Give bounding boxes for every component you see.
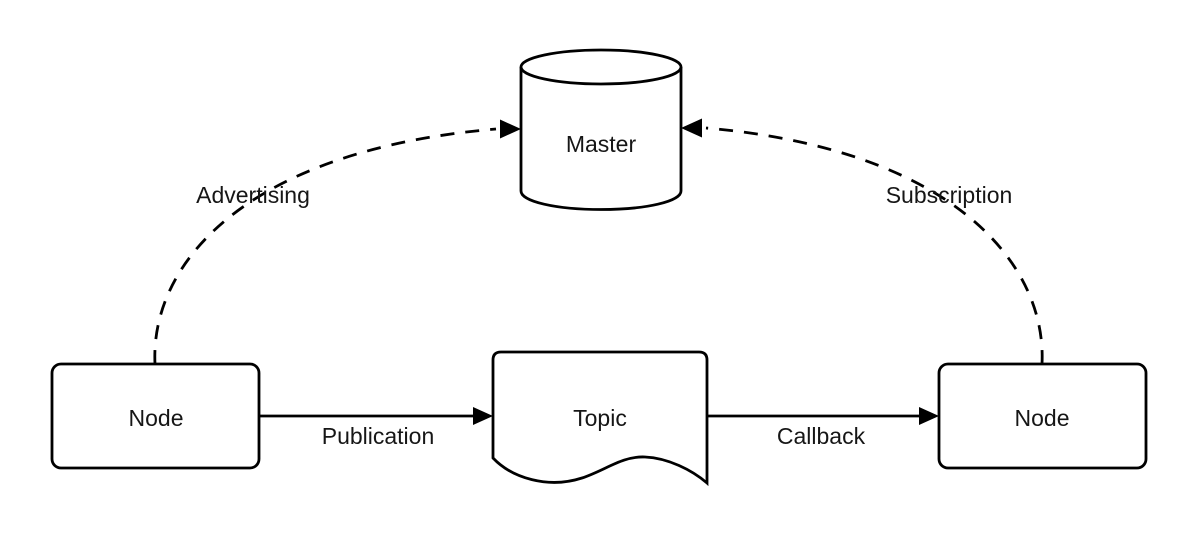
advertising-arrowhead-icon <box>500 119 521 139</box>
edge-callback: Callback <box>706 407 939 449</box>
edge-publication: Publication <box>259 407 493 449</box>
node-left-box <box>50 362 261 470</box>
subscription-arrowhead-icon <box>681 118 702 138</box>
topic-node: Topic <box>491 350 709 487</box>
node-left-label: Node <box>129 405 184 431</box>
publication-label: Publication <box>322 423 435 449</box>
node-left: Node <box>50 362 261 470</box>
node-right: Node <box>937 362 1148 470</box>
publication-arrowhead-icon <box>473 407 493 425</box>
master-cylinder-top <box>519 48 683 86</box>
subscription-arrow-line <box>705 126 1044 365</box>
node-right-label: Node <box>1015 405 1070 431</box>
master-label: Master <box>566 131 637 157</box>
callback-arrowhead-icon <box>919 407 939 425</box>
master-cylinder-body <box>519 67 683 211</box>
callback-label: Callback <box>777 423 866 449</box>
edge-subscription: Subscription <box>681 118 1044 365</box>
advertising-label: Advertising <box>196 182 310 208</box>
topic-label: Topic <box>573 405 627 431</box>
advertising-arrow-line <box>153 127 497 365</box>
edge-advertising: Advertising <box>153 119 521 365</box>
topic-document-shape <box>491 350 709 487</box>
master-node: Master <box>519 48 683 211</box>
subscription-label: Subscription <box>886 182 1013 208</box>
node-right-box <box>937 362 1148 470</box>
